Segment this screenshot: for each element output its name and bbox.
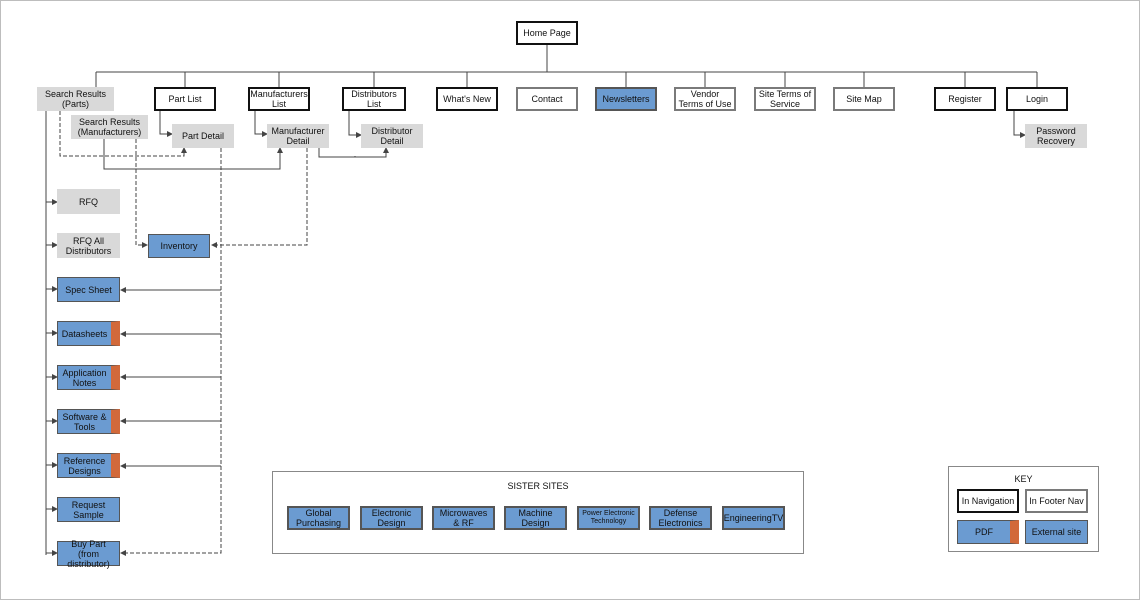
- sister-site-label: Machine Design: [518, 508, 553, 528]
- login-label: Login: [1025, 94, 1049, 104]
- sister-site-microwaves-rf[interactable]: Microwaves & RF: [432, 506, 495, 530]
- key-in-navigation: In Navigation: [957, 489, 1019, 513]
- sister-site-defense-electronics[interactable]: Defense Electronics: [649, 506, 712, 530]
- sister-site-label: Power Electronic Technology: [582, 510, 635, 525]
- sister-site-machine-design[interactable]: Machine Design: [504, 506, 567, 530]
- manufacturer-detail-label: Manufacturer Detail: [271, 126, 325, 146]
- whats-new-label: What's New: [443, 94, 491, 104]
- vendor-terms-node[interactable]: Vendor Terms of Use: [674, 87, 736, 111]
- part-list-label: Part List: [168, 94, 202, 104]
- key-in-footer-nav-label: In Footer Nav: [1029, 496, 1084, 506]
- request-sample-node[interactable]: Request Sample: [57, 497, 120, 522]
- sister-site-power-electronic-technology[interactable]: Power Electronic Technology: [577, 506, 640, 530]
- key-in-footer-nav: In Footer Nav: [1025, 489, 1088, 513]
- sister-site-engineeringtv[interactable]: EngineeringTV: [722, 506, 785, 530]
- search-results-manufacturers-node[interactable]: Search Results (Manufacturers): [71, 115, 148, 139]
- password-recovery-label: Password Recovery: [1036, 126, 1076, 146]
- manufacturers-list-label: Manufacturers List: [250, 89, 308, 109]
- rfq-all-distributors-label: RFQ All Distributors: [65, 235, 112, 256]
- manufacturers-list-node[interactable]: Manufacturers List: [248, 87, 310, 111]
- sister-site-label: Microwaves & RF: [439, 508, 488, 528]
- part-list-node[interactable]: Part List: [154, 87, 216, 111]
- datasheets-label: Datasheets: [61, 328, 108, 339]
- newsletters-node[interactable]: Newsletters: [595, 87, 657, 111]
- buy-part-node[interactable]: Buy Part (from distributor): [57, 538, 120, 569]
- register-label: Register: [948, 94, 982, 104]
- sister-sites-title: SISTER SITES: [507, 481, 569, 491]
- contact-label: Contact: [531, 94, 563, 104]
- search-results-parts-node[interactable]: Search Results (Parts): [37, 87, 114, 111]
- distributor-detail-node[interactable]: Distributor Detail: [361, 124, 423, 148]
- distributors-list-label: Distributors List: [351, 89, 397, 109]
- part-detail-node[interactable]: Part Detail: [172, 124, 234, 148]
- inventory-label: Inventory: [160, 241, 198, 251]
- site-map-node[interactable]: Site Map: [833, 87, 895, 111]
- spec-sheet-label: Spec Sheet: [65, 284, 112, 295]
- sister-site-label: Global Purchasing: [295, 508, 342, 528]
- sister-site-electronic-design[interactable]: Electronic Design: [360, 506, 423, 530]
- rfq-all-distributors-node[interactable]: RFQ All Distributors: [57, 233, 120, 258]
- search-results-manufacturers-label: Search Results (Manufacturers): [77, 117, 142, 137]
- key-pdf-label: PDF: [975, 527, 993, 537]
- buy-part-label: Buy Part (from distributor): [67, 538, 110, 569]
- rfq-node[interactable]: RFQ: [57, 189, 120, 214]
- sister-site-global-purchasing[interactable]: Global Purchasing: [287, 506, 350, 530]
- software-tools-label: Software & Tools: [62, 411, 107, 432]
- vendor-terms-label: Vendor Terms of Use: [678, 89, 732, 109]
- site-terms-node[interactable]: Site Terms of Service: [754, 87, 816, 111]
- application-notes-label: Application Notes: [62, 367, 107, 388]
- sister-site-label: Electronic Design: [371, 508, 412, 528]
- distributor-detail-label: Distributor Detail: [371, 126, 413, 146]
- application-notes-node[interactable]: Application Notes: [57, 365, 120, 390]
- register-node[interactable]: Register: [934, 87, 996, 111]
- software-tools-node[interactable]: Software & Tools: [57, 409, 120, 434]
- whats-new-node[interactable]: What's New: [436, 87, 498, 111]
- request-sample-label: Request Sample: [71, 499, 106, 520]
- contact-node[interactable]: Contact: [516, 87, 578, 111]
- login-node[interactable]: Login: [1006, 87, 1068, 111]
- key-external-site-label: External site: [1031, 527, 1082, 537]
- reference-designs-node[interactable]: Reference Designs: [57, 453, 120, 478]
- key-title: KEY: [1014, 474, 1033, 484]
- key-external-site: External site: [1025, 520, 1088, 544]
- site-terms-label: Site Terms of Service: [758, 89, 812, 109]
- inventory-node[interactable]: Inventory: [148, 234, 210, 258]
- rfq-label: RFQ: [79, 196, 98, 207]
- manufacturer-detail-node[interactable]: Manufacturer Detail: [267, 124, 329, 148]
- site-map-label: Site Map: [846, 94, 882, 104]
- newsletters-label: Newsletters: [602, 94, 650, 104]
- reference-designs-label: Reference Designs: [63, 455, 106, 476]
- sister-site-label: EngineeringTV: [723, 513, 784, 523]
- spec-sheet-node[interactable]: Spec Sheet: [57, 277, 120, 302]
- sister-site-label: Defense Electronics: [658, 508, 703, 528]
- password-recovery-node[interactable]: Password Recovery: [1025, 124, 1087, 148]
- home-page-label: Home Page: [523, 28, 571, 38]
- key-pdf: PDF: [957, 520, 1019, 544]
- home-page-node[interactable]: Home Page: [516, 21, 578, 45]
- search-results-parts-label: Search Results (Parts): [44, 89, 107, 109]
- distributors-list-node[interactable]: Distributors List: [342, 87, 406, 111]
- key-in-navigation-label: In Navigation: [961, 496, 1015, 506]
- datasheets-node[interactable]: Datasheets: [57, 321, 120, 346]
- part-detail-label: Part Detail: [181, 131, 225, 141]
